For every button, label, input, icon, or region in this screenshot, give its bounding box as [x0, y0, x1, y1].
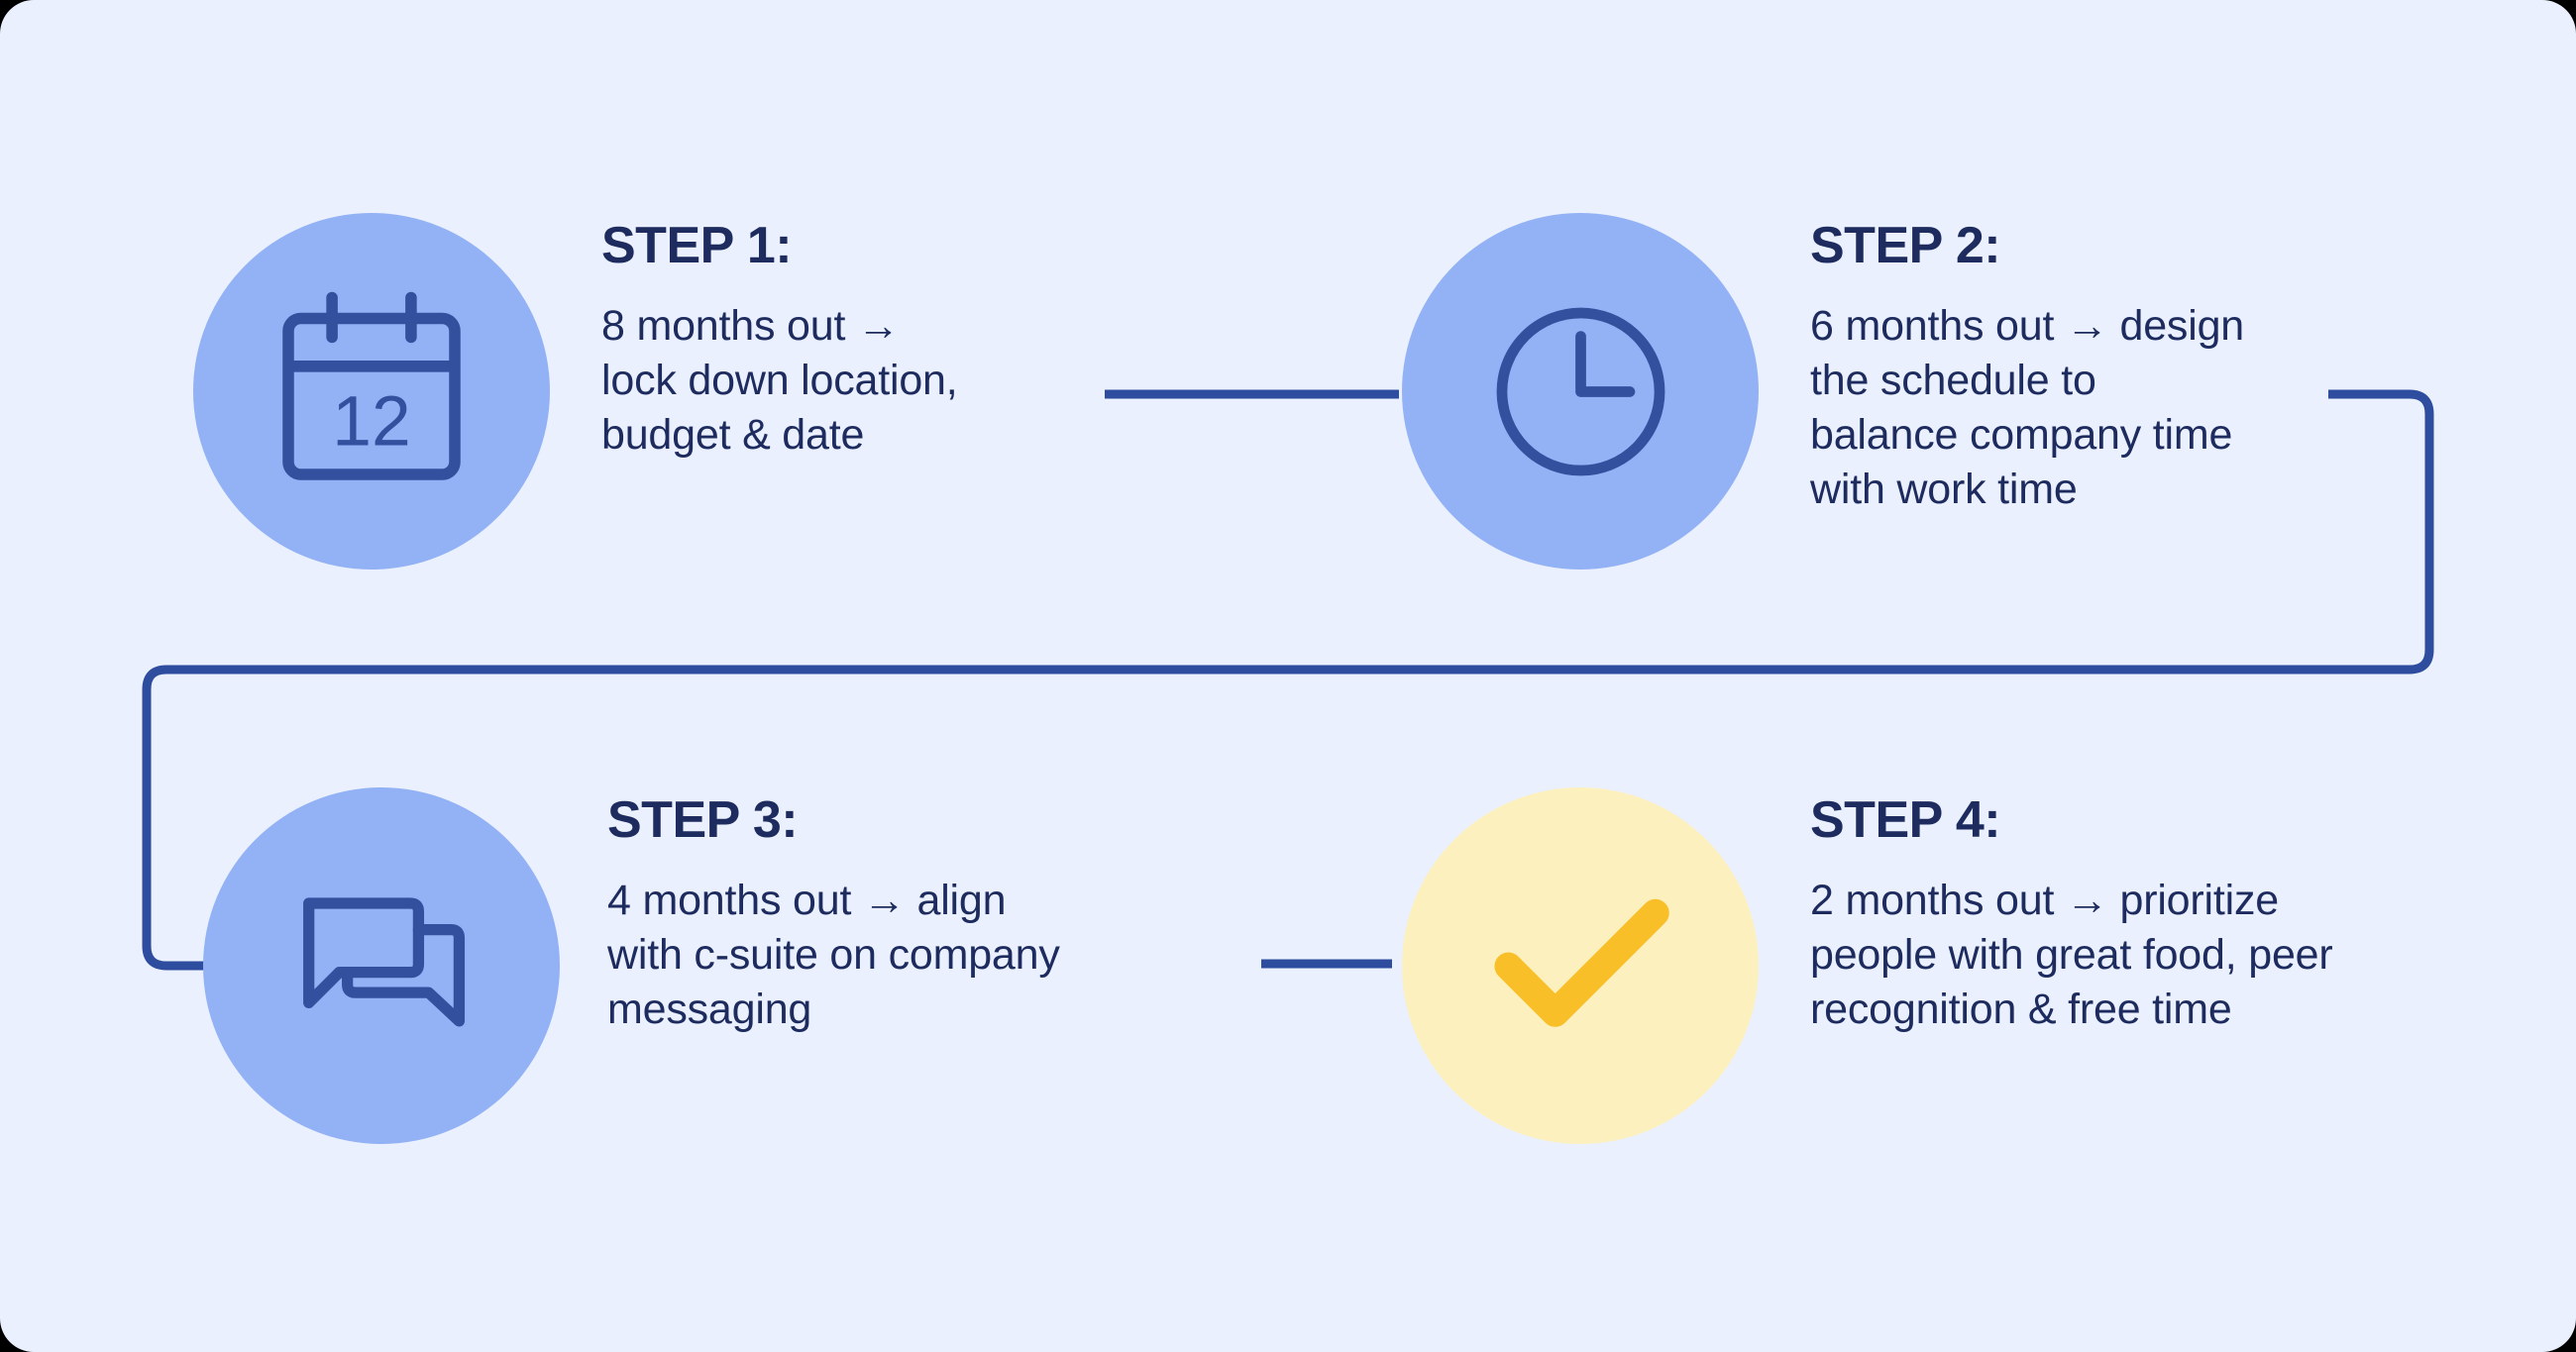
step-1-text-block: STEP 1: 8 months out → lock down locatio… [601, 213, 1067, 463]
checkmark-icon [1493, 898, 1669, 1027]
step-item-3: STEP 3: 4 months out → align with c-suit… [203, 787, 1182, 1144]
step-4-description: 2 months out → prioritize people with gr… [1810, 876, 2333, 1033]
chat-bubbles-icon [302, 896, 465, 1026]
step-1-title: STEP 1: [601, 217, 793, 274]
step-4-text-block: STEP 4: 2 months out → prioritize people… [1810, 787, 2434, 1037]
step-2-icon-circle [1402, 213, 1759, 570]
step-4-title: STEP 4: [1810, 791, 2001, 849]
calendar-icon: 12 [282, 291, 461, 480]
step-1-icon-circle: 12 [193, 213, 550, 570]
step-item-4: STEP 4: 2 months out → prioritize people… [1402, 787, 2434, 1144]
connector-step2-to-step3 [142, 389, 2434, 971]
step-1-description: 8 months out → lock down location, budge… [601, 301, 958, 459]
step-4-icon-circle [1402, 787, 1759, 1144]
step-2-text-block: STEP 2: 6 months out → design the schedu… [1810, 213, 2345, 517]
step-3-text-block: STEP 3: 4 months out → align with c-suit… [607, 787, 1182, 1037]
step-item-1: 12 STEP 1: 8 months out → lock down loca… [193, 213, 1067, 570]
step-2-title: STEP 2: [1810, 217, 2001, 274]
step-3-title: STEP 3: [607, 791, 799, 849]
calendar-day-number: 12 [332, 382, 410, 462]
step-item-2: STEP 2: 6 months out → design the schedu… [1402, 213, 2345, 570]
clock-icon [1496, 307, 1664, 475]
step-3-description: 4 months out → align with c-suite on com… [607, 876, 1060, 1033]
step-3-icon-circle [203, 787, 560, 1144]
step-2-description: 6 months out → design the schedule to ba… [1810, 301, 2244, 513]
